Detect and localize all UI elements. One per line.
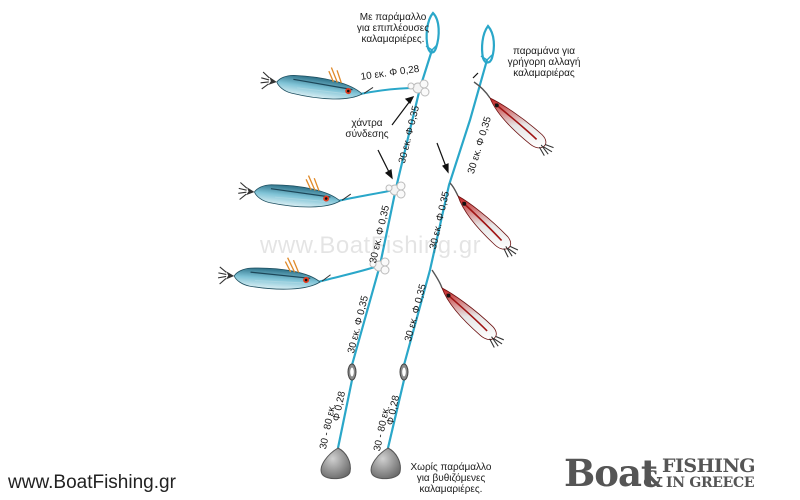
squid-jig-right-1 [489,91,556,162]
note-bottom-line-2: για βυθιζόμενες [416,473,486,484]
right-rig [370,24,556,480]
note-snap-line-1: παραμάνα για [512,46,576,57]
logo-ingreece: IN GREECE [666,475,755,491]
squid-jig-left-1 [258,57,376,107]
footer-site-link[interactable]: www.BoatFishing.gr [8,472,176,493]
note-top-loop-line-1: Με παράμαλλο [359,12,427,23]
note-bead: χάντρα σύνδεσης [336,118,398,140]
snap-2 [449,182,459,197]
pointer-arrows [377,72,479,180]
left-sinker [320,447,351,480]
bead-2 [385,181,406,199]
right-sinker-line [386,379,406,449]
note-top-loop: Με παράμαλλο για επιπλέουσες καλαμαριέρε… [352,12,434,45]
left-sinker-line [336,379,354,449]
right-sinker [370,447,401,480]
logo-main: Boat [564,451,658,495]
squid-jig-right-3 [441,283,506,352]
note-snap: παραμάνα για γρήγορη αλλαγή καλαμαριέρας [498,46,590,79]
left-branch-1 [359,87,418,95]
note-bottom: Χωρίς παράμαλλο για βυθιζόμενες καλαμαρι… [404,462,498,495]
left-rig [216,11,440,480]
bead-1 [407,79,430,97]
note-top-loop-line-2: για επιπλέουσες [356,23,430,34]
bead-3 [369,257,390,275]
right-top-loop [480,24,495,64]
right-main-line [402,59,489,366]
logo-fishing: FISHING [662,455,756,477]
note-snap-line-3: καλαμαριέρας [513,68,575,79]
note-snap-line-2: γρήγορη αλλαγή [507,57,581,68]
arrow-top-loop [472,72,479,79]
watermark: www.BoatFishing.gr [260,232,482,259]
snap-3 [431,269,443,289]
snap-1 [473,81,491,99]
left-swivel [347,363,357,381]
note-bottom-line-1: Χωρίς παράμαλλο [410,462,492,473]
left-branch-3 [317,265,379,283]
note-bead-line-1: χάντρα [351,118,383,129]
right-swivel [399,363,409,381]
note-bead-line-2: σύνδεσης [345,129,389,140]
note-top-loop-line-3: καλαμαριέρες. [361,34,425,45]
squid-jig-left-2 [236,167,353,213]
left-branch-2 [337,189,395,202]
brand-logo: Boat & FISHING IN GREECE [560,451,796,497]
note-bottom-line-3: καλαμαριέρες. [419,484,483,495]
logo-amp: & [643,467,663,493]
